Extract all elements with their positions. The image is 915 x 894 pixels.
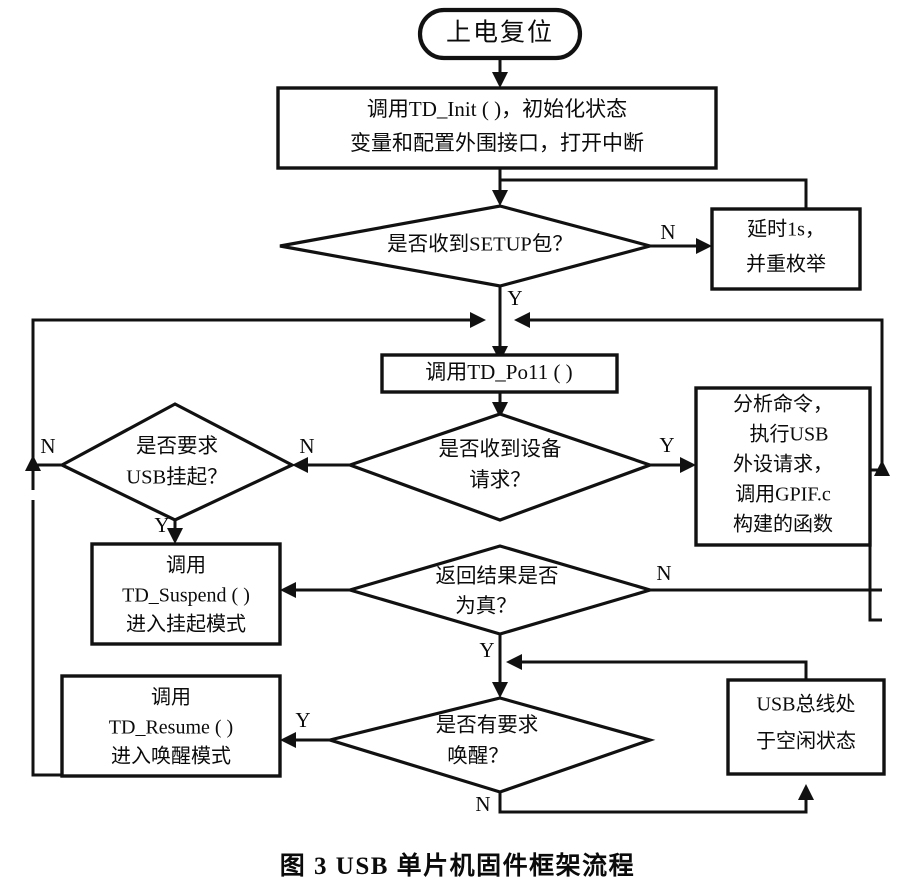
init-process-shape xyxy=(276,86,718,170)
suspend-check-label-line-1: 是否要求 xyxy=(136,435,218,458)
edge-label-wakeup-no: N xyxy=(475,792,490,816)
td-suspend-process-shape xyxy=(90,542,282,646)
edge-delay-to-init-stem xyxy=(500,178,808,209)
analyze-command-process-shape xyxy=(694,386,872,547)
analyze-command-line-4: 调用GPIF.c xyxy=(735,483,831,506)
device-request-label-line-2: 请求？ xyxy=(469,469,531,492)
edge-setup-no-to-delay xyxy=(650,238,712,254)
edge-start-to-init xyxy=(492,58,508,88)
usb-idle-process-shape xyxy=(726,678,886,776)
td-resume-line-2: TD_Resume ( ) xyxy=(109,717,233,739)
edge-setup-yes-to-td-poll xyxy=(492,286,508,362)
init-label-line-1: 调用TD_Init ( )，初始化状态 xyxy=(367,97,627,121)
edge-device-request-no-to-suspend-check xyxy=(292,457,350,473)
node-delay-reenum[interactable]: 延时1s， 并重枚举 xyxy=(710,207,862,291)
edge-left-loop-rail xyxy=(31,312,486,490)
init-label-line-2: 变量和配置外围接口，打开中断 xyxy=(350,131,644,155)
analyze-command-line-2: 执行USB xyxy=(750,423,829,446)
td-suspend-line-3: 进入挂起模式 xyxy=(126,613,246,636)
node-td-resume[interactable]: 调用 TD_Resume ( ) 进入唤醒模式 xyxy=(60,674,282,778)
td-resume-line-1: 调用 xyxy=(151,686,191,709)
analyze-command-line-3: 外设请求， xyxy=(733,453,833,476)
edge-device-request-yes-to-analyze xyxy=(650,457,696,473)
node-init[interactable]: 调用TD_Init ( )，初始化状态 变量和配置外围接口，打开中断 xyxy=(276,86,718,170)
delay-reenum-process-shape xyxy=(710,207,862,291)
edge-result-check-to-td-suspend xyxy=(280,582,350,598)
node-td-suspend[interactable]: 调用 TD_Suspend ( ) 进入挂起模式 xyxy=(90,542,282,646)
edge-label-setup-yes: Y xyxy=(507,286,522,310)
device-request-check-decision-shape xyxy=(345,412,655,522)
suspend-check-decision-shape xyxy=(58,402,296,522)
edge-label-suspend-yes: Y xyxy=(154,513,169,537)
edge-label-device-request-yes: Y xyxy=(659,433,674,457)
edge-suspend-no-to-left-rail xyxy=(25,455,62,471)
edge-result-yes-to-wakeup-check xyxy=(492,634,508,698)
td-poll-process-shape xyxy=(380,353,619,394)
node-usb-idle[interactable]: USB总线处 于空闲状态 xyxy=(726,678,886,776)
usb-idle-line-1: USB总线处 xyxy=(757,693,856,716)
edge-analyze-bottom-rail xyxy=(868,545,882,622)
node-td-poll[interactable]: 调用TD_Po11 ( ) xyxy=(380,353,619,394)
edge-analyze-to-right-rail xyxy=(870,460,890,476)
delay-reenum-label-line-1: 延时1s， xyxy=(747,218,825,241)
wakeup-check-line-1: 是否有要求 xyxy=(436,714,539,737)
wakeup-check-line-2: 唤醒？ xyxy=(447,745,509,768)
edge-wakeup-no-to-usb-idle xyxy=(498,784,814,814)
edge-init-to-setup-check xyxy=(492,168,508,206)
analyze-command-line-1: 分析命令， xyxy=(733,393,833,416)
setup-check-decision-shape xyxy=(279,204,657,288)
td-suspend-line-2: TD_Suspend ( ) xyxy=(122,585,250,607)
node-wakeup-check[interactable]: 是否有要求 唤醒？ xyxy=(323,696,656,794)
edge-label-wakeup-yes: Y xyxy=(295,708,310,732)
td-resume-line-3: 进入唤醒模式 xyxy=(111,745,231,768)
node-start[interactable]: 上电复位 xyxy=(417,7,583,61)
edge-right-loop-rail xyxy=(514,312,884,470)
edge-label-result-no: N xyxy=(656,561,671,585)
edge-label-suspend-no: N xyxy=(40,434,55,458)
analyze-command-line-5: 构建的函数 xyxy=(733,513,833,536)
node-suspend-check[interactable]: 是否要求 USB挂起？ xyxy=(58,402,296,522)
usb-idle-line-2: 于空闲状态 xyxy=(756,730,856,753)
result-true-check-decision-shape xyxy=(344,544,656,636)
edge-label-setup-no: N xyxy=(660,220,675,244)
node-analyze-command[interactable]: 分析命令， 执行USB 外设请求， 调用GPIF.c 构建的函数 xyxy=(694,386,872,547)
edge-usb-idle-to-result-yes-junction xyxy=(506,654,808,680)
figure-caption: 图 3 USB 单片机固件框架流程 xyxy=(279,853,636,880)
td-suspend-line-1: 调用 xyxy=(166,554,206,577)
edge-label-device-request-no: N xyxy=(299,434,314,458)
node-setup-check[interactable]: 是否收到SETUP包？ xyxy=(279,204,657,288)
wakeup-check-decision-shape xyxy=(323,696,656,794)
edge-label-result-yes: Y xyxy=(479,638,494,662)
td-poll-label: 调用TD_Po11 ( ) xyxy=(425,360,572,384)
start-terminal-shape xyxy=(417,7,583,61)
edge-td-poll-to-device-request xyxy=(492,392,508,418)
node-result-true-check[interactable]: 返回结果是否 为真？ xyxy=(344,544,656,636)
node-device-request-check[interactable]: 是否收到设备 请求？ xyxy=(345,412,655,522)
delay-reenum-label-line-2: 并重枚举 xyxy=(746,253,826,276)
device-request-label-line-1: 是否收到设备 xyxy=(439,438,562,461)
node-layer: 上电复位 调用TD_Init ( )，初始化状态 变量和配置外围接口，打开中断 … xyxy=(58,7,886,794)
suspend-check-label-line-2: USB挂起？ xyxy=(126,466,227,489)
setup-check-label: 是否收到SETUP包？ xyxy=(387,233,573,256)
result-true-line-1: 返回结果是否 xyxy=(436,565,559,588)
start-label: 上电复位 xyxy=(446,19,554,47)
edge-label-layer: N Y N N Y Y N Y Y N xyxy=(40,220,675,816)
td-resume-process-shape xyxy=(60,674,282,778)
edge-td-resume-to-left-rail xyxy=(31,500,62,777)
result-true-line-2: 为真？ xyxy=(455,595,517,618)
